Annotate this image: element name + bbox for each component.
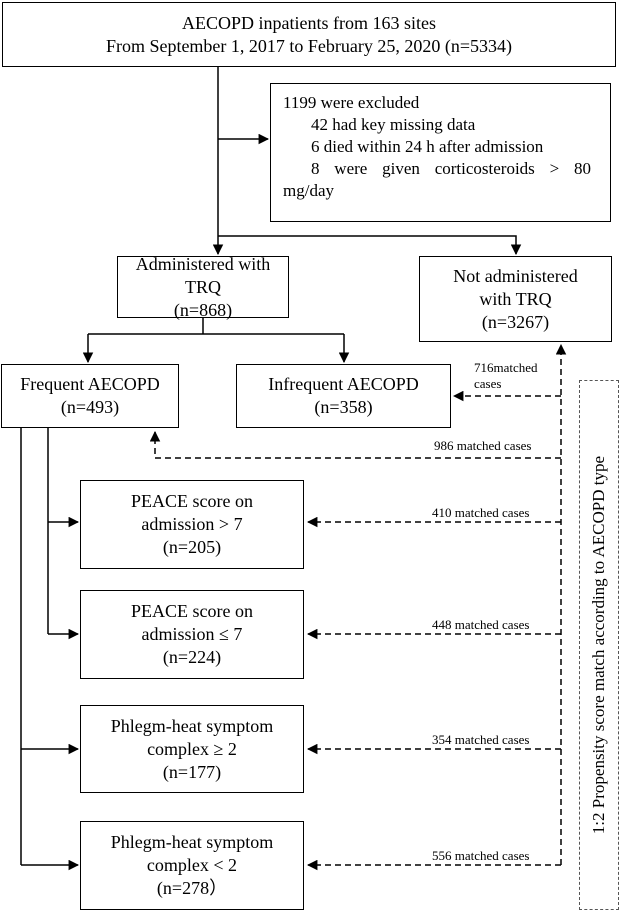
excluded-item-corticosteroids-cont: mg/day xyxy=(283,181,334,200)
match-label-716-line2: cases xyxy=(474,376,502,391)
match-label-716-line1: 716matched xyxy=(474,360,538,375)
phlegm-high-line2: complex ≥ 2 xyxy=(147,738,237,759)
propensity-match-label-box: 1:2 Propensity score match according to … xyxy=(579,380,619,910)
match-label-986: 986 matched cases xyxy=(434,438,532,453)
excluded-item-died: 6 died within 24 h after admission xyxy=(311,137,544,156)
connector-to-no-trq xyxy=(218,235,522,256)
no-trq-box: Not administered with TRQ (n=3267) xyxy=(419,256,612,342)
phlegm-high-line3: (n=177) xyxy=(162,761,222,782)
match-label-556: 556 matched cases xyxy=(432,848,530,863)
match-label-448: 448 matched cases xyxy=(432,617,530,632)
excluded-head: 1199 were excluded xyxy=(283,93,420,112)
excluded-item-corticosteroids: 8 were given corticosteroids > 80 xyxy=(311,159,591,178)
phlegm-high-box: Phlegm-heat symptom complex ≥ 2 (n=177) xyxy=(80,705,304,793)
trq-line2: (n=868) xyxy=(173,299,233,320)
excluded-item-missing-data: 42 had key missing data xyxy=(311,115,476,134)
peace-low-line3: (n=224) xyxy=(162,647,222,667)
phlegm-low-line2: complex < 2 xyxy=(146,855,238,875)
no-trq-line1: Not administered xyxy=(453,265,578,286)
peace-high-line2: admission > 7 xyxy=(141,514,243,534)
no-trq-line2: with TRQ xyxy=(479,288,552,309)
peace-high-box: PEACE score on admission > 7 (n=205) xyxy=(80,480,304,569)
frequent-box: Frequent AECOPD (n=493) xyxy=(1,364,179,428)
peace-low-line1: PEACE score on xyxy=(131,601,253,621)
source-line1: AECOPD inpatients from 163 sites xyxy=(182,12,436,33)
peace-low-line2: admission ≤ 7 xyxy=(141,624,243,644)
frequent-line1: Frequent AECOPD xyxy=(20,374,160,394)
phlegm-low-line1: Phlegm-heat symptom xyxy=(110,832,274,852)
source-box: AECOPD inpatients from 163 sites From Se… xyxy=(2,2,616,67)
match-label-410: 410 matched cases xyxy=(432,505,530,520)
peace-low-box: PEACE score on admission ≤ 7 (n=224) xyxy=(80,590,304,679)
trq-box: Administered with TRQ (n=868) xyxy=(117,253,289,320)
excluded-box: 1199 were excluded 42 had key missing da… xyxy=(270,83,611,222)
peace-high-line3: (n=205) xyxy=(162,537,222,557)
frequent-line2: (n=493) xyxy=(60,397,120,417)
no-trq-line3: (n=3267) xyxy=(481,311,550,332)
phlegm-high-line1: Phlegm-heat symptom xyxy=(110,715,274,736)
peace-high-line1: PEACE score on xyxy=(131,491,253,511)
phlegm-low-box: Phlegm-heat symptom complex < 2 (n=278） xyxy=(80,821,304,910)
match-label-354: 354 matched cases xyxy=(432,732,530,747)
phlegm-low-line3: (n=278） xyxy=(156,878,228,898)
propensity-match-label: 1:2 Propensity score match according to … xyxy=(589,455,608,835)
infrequent-line1: Infrequent AECOPD xyxy=(268,374,419,394)
source-line2: From September 1, 2017 to February 25, 2… xyxy=(105,35,513,56)
infrequent-line2: (n=358) xyxy=(314,397,373,417)
infrequent-box: Infrequent AECOPD (n=358) xyxy=(236,364,451,428)
trq-line1: Administered with TRQ xyxy=(135,253,271,297)
